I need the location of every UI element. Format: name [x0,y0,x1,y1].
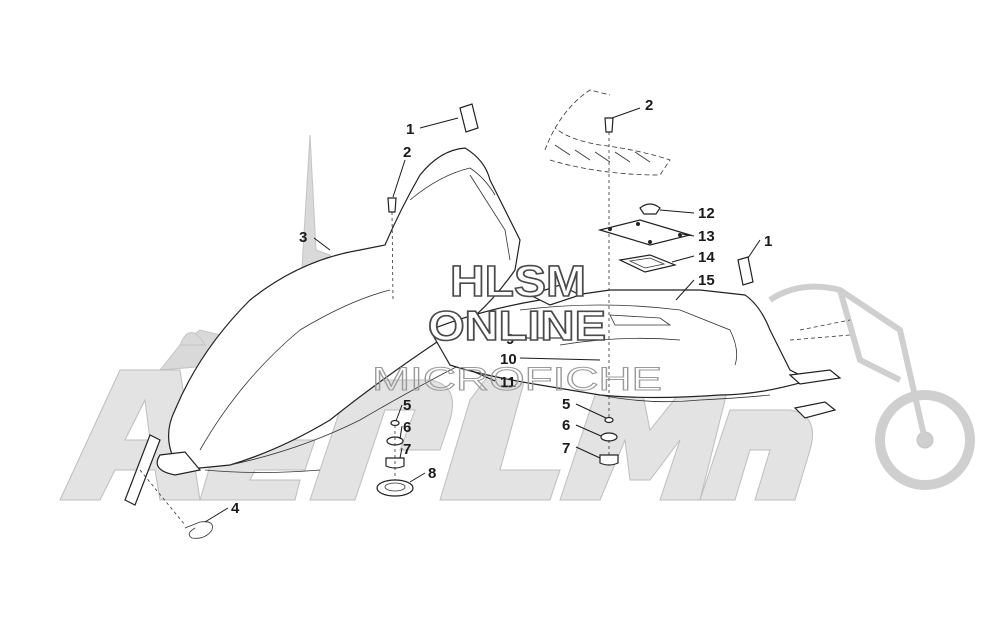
callout-5a: 5 [403,397,411,414]
part-5-right [604,416,614,424]
logo-letter-6 [699,409,813,501]
callout-6b: 6 [562,417,570,434]
leader-8 [409,472,426,483]
side-panel [429,284,851,419]
part-14-gasket-inner [628,257,666,269]
leader-7a [399,447,403,459]
callout-8: 8 [428,465,436,482]
leader-14 [671,255,695,263]
part-5-left [390,419,400,427]
callout-6a: 6 [403,419,411,436]
callout-12: 12 [698,205,715,222]
leader-10 [519,357,601,361]
hood-outline [167,147,521,471]
leader-3 [313,237,331,251]
side-panel-flange [559,337,681,346]
leader-lines [204,107,761,523]
leader-5b [575,403,607,419]
watermark-line2: ONLINE [428,302,606,349]
callout-9: 9 [506,331,514,348]
hood-body [156,147,521,476]
side-panel-tab [528,284,582,306]
leader-4 [204,507,229,523]
hood-inner-contour [199,289,391,451]
part-8-grommet-inner [384,482,406,492]
callout-7a: 7 [403,441,411,458]
callout-11: 11 [500,374,516,391]
guide-dashed-left [391,211,396,480]
logo-letter-4 [439,359,561,501]
callout-2b: 2 [645,97,653,114]
watermark-line1: HLSM [450,257,586,306]
leader-1a [419,117,459,129]
part-4-plate [124,434,161,506]
hood-upper-curve [409,167,496,201]
part-1-pad-right [737,256,754,286]
plate-parts [597,203,693,273]
logo-letter-3 [309,379,453,501]
leader-13 [681,233,695,237]
hood-tip [156,451,202,476]
callout-7b: 7 [562,440,570,457]
hood-ridge [469,174,511,261]
hood-lower-shadow [204,469,321,473]
leader-7b [575,446,601,459]
callout-4: 4 [231,500,240,517]
callout-13: 13 [698,228,715,245]
leader-2a [392,159,406,198]
part-8-grommet [376,479,414,497]
callout-10: 10 [500,351,517,368]
leader-6b [575,424,602,437]
top-track-outline [544,89,671,176]
leader-5a [395,404,403,422]
callout-labels: 1 2 3 2 12 13 14 15 1 9 10 11 5 6 7 8 5 … [231,97,772,517]
side-panel-inner [519,304,738,366]
part-6-right [600,432,618,442]
top-track-ribs [554,144,651,163]
part-13-plate [597,219,693,246]
part-14-gasket [618,254,677,273]
leader-15 [675,279,695,301]
side-panel-recess [609,314,672,326]
footrest-pad [793,401,837,419]
part-4-clip [184,521,213,539]
part-13-hole-4 [648,240,652,244]
dome-silhouette [179,332,206,346]
watermark-line3: MICROFICHE [372,361,662,397]
callout-1a: 1 [406,121,414,138]
hardware [124,103,754,539]
callout-2a: 2 [403,144,411,161]
part-7-right [599,454,619,466]
side-panel-lower [599,394,771,403]
top-assembly [544,89,671,176]
callout-15: 15 [698,272,715,289]
part-12-knob [639,203,661,215]
footrest [788,369,842,385]
moto-wheel-rear [875,390,975,490]
leader-11 [469,369,496,382]
leader-6a [399,425,403,440]
part-13-hole-3 [678,233,682,237]
part-1-pad-left [459,103,479,133]
leader-1b [747,239,761,259]
callout-14: 14 [698,249,715,266]
part-2-screw-left [387,197,397,213]
footrest-dashed [789,319,851,341]
callout-3: 3 [299,229,307,246]
hlsm-watermark: HLSM ONLINE MICROFICHE [372,256,663,397]
callout-5b: 5 [562,396,570,413]
leader-12 [659,209,695,214]
hood-edge [229,359,471,466]
callout-1b: 1 [764,233,772,250]
part-2-screw-right [604,117,614,133]
moto-frame [768,283,928,441]
part-13-hole-2 [636,222,640,226]
leader-2b [611,107,641,119]
